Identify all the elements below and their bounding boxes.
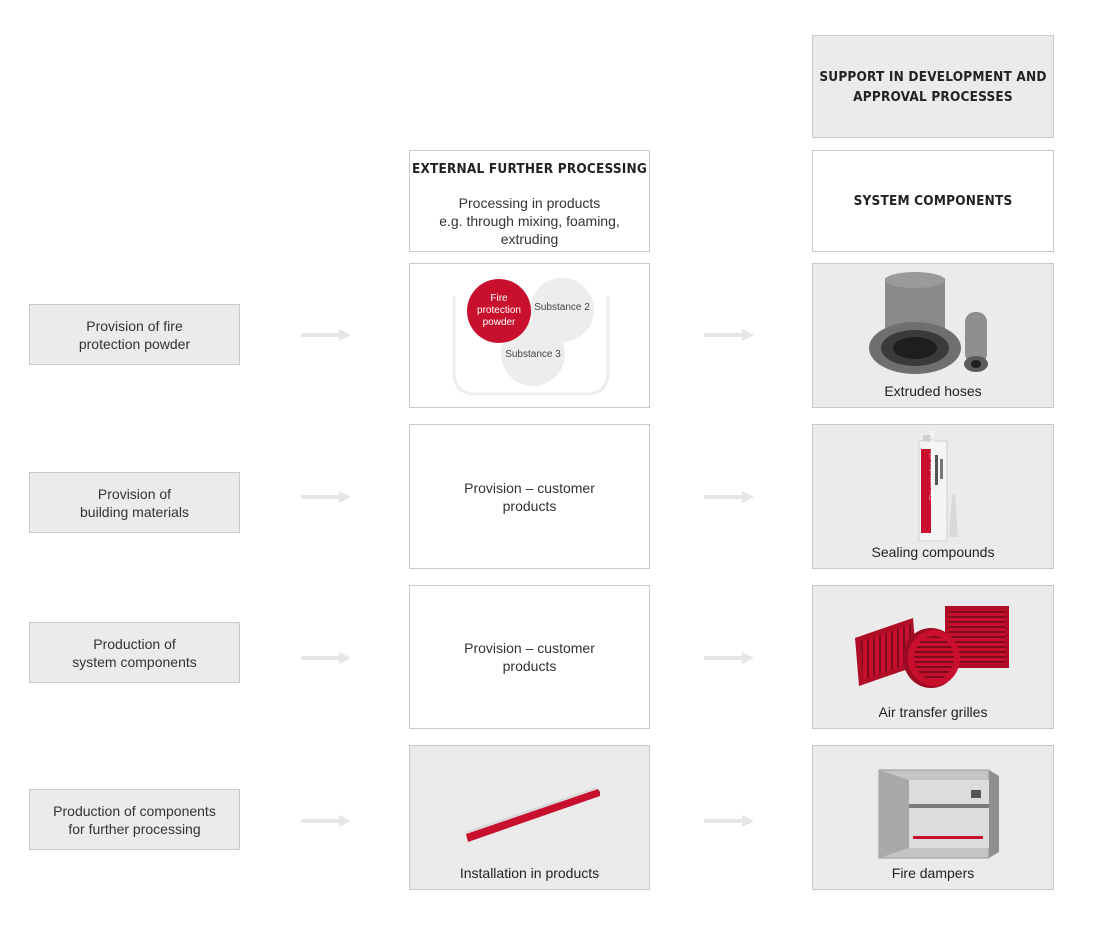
system-components-header-box: SYSTEM COMPONENTS bbox=[812, 150, 1054, 252]
left-box-components-further-processing: Production of components for further pro… bbox=[29, 789, 240, 850]
arrow-icon bbox=[301, 815, 351, 827]
sealing-compounds-caption: Sealing compounds bbox=[871, 544, 995, 560]
air-transfer-grilles-caption: Air transfer grilles bbox=[878, 704, 988, 720]
left-box-system-components: Production of system components bbox=[29, 622, 240, 683]
extruded-hoses-box: Extruded hoses bbox=[812, 263, 1054, 408]
arrow-icon bbox=[301, 329, 351, 341]
fire-protection-powder-label: Fire protection powder bbox=[477, 293, 521, 328]
extruded-hoses-caption: Extruded hoses bbox=[884, 383, 982, 399]
arrow-icon bbox=[301, 652, 351, 664]
sealant-cartridge-icon bbox=[918, 435, 958, 542]
substance-2-label: Substance 2 bbox=[534, 302, 590, 313]
external-processing-header-box: EXTERNAL FURTHER PROCESSING Processing i… bbox=[409, 150, 650, 252]
customer-products-label: Provision – customer products bbox=[464, 479, 595, 514]
arrow-icon bbox=[704, 329, 754, 341]
support-title: SUPPORT IN DEVELOPMENT AND APPROVAL PROC… bbox=[819, 68, 1047, 105]
system-components-title: SYSTEM COMPONENTS bbox=[853, 193, 1013, 209]
fire-damper-icon bbox=[878, 769, 999, 859]
mixing-container-icon bbox=[452, 278, 610, 396]
air-transfer-grilles-box: Air transfer grilles bbox=[812, 585, 1054, 729]
arrow-icon bbox=[704, 652, 754, 664]
air-grille-icon bbox=[855, 606, 1009, 688]
mixing-diagram-box: Fire protection powder Substance 2 Subst… bbox=[409, 263, 650, 408]
left-box-fire-protection-powder: Provision of fire protection powder bbox=[29, 304, 240, 365]
substance-3-label: Substance 3 bbox=[505, 349, 561, 360]
fire-dampers-box: Fire dampers bbox=[812, 745, 1054, 890]
customer-products-label: Provision – customer products bbox=[464, 640, 595, 674]
customer-products-box: Provision – customer products bbox=[409, 585, 650, 729]
installation-in-products-caption: Installation in products bbox=[459, 865, 600, 881]
external-processing-description: Processing in products e.g. through mixi… bbox=[439, 195, 620, 247]
sealing-compounds-box: Fire protection silicone NE Sealing comp… bbox=[812, 424, 1054, 569]
arrow-icon bbox=[301, 491, 351, 503]
external-processing-title: EXTERNAL FURTHER PROCESSING bbox=[411, 161, 648, 177]
customer-products-box: Provision – customer products bbox=[409, 424, 650, 569]
support-header-box: SUPPORT IN DEVELOPMENT AND APPROVAL PROC… bbox=[812, 35, 1054, 138]
red-strip-icon bbox=[464, 787, 600, 842]
arrow-icon bbox=[704, 815, 754, 827]
cartridge-label: Fire protection silicone NE bbox=[930, 429, 936, 500]
extruded-hoses-icon bbox=[869, 272, 988, 374]
arrow-icon bbox=[704, 491, 754, 503]
fire-dampers-caption: Fire dampers bbox=[891, 865, 975, 881]
installation-in-products-box: Installation in products bbox=[409, 745, 650, 890]
left-box-building-materials: Provision of building materials bbox=[29, 472, 240, 533]
